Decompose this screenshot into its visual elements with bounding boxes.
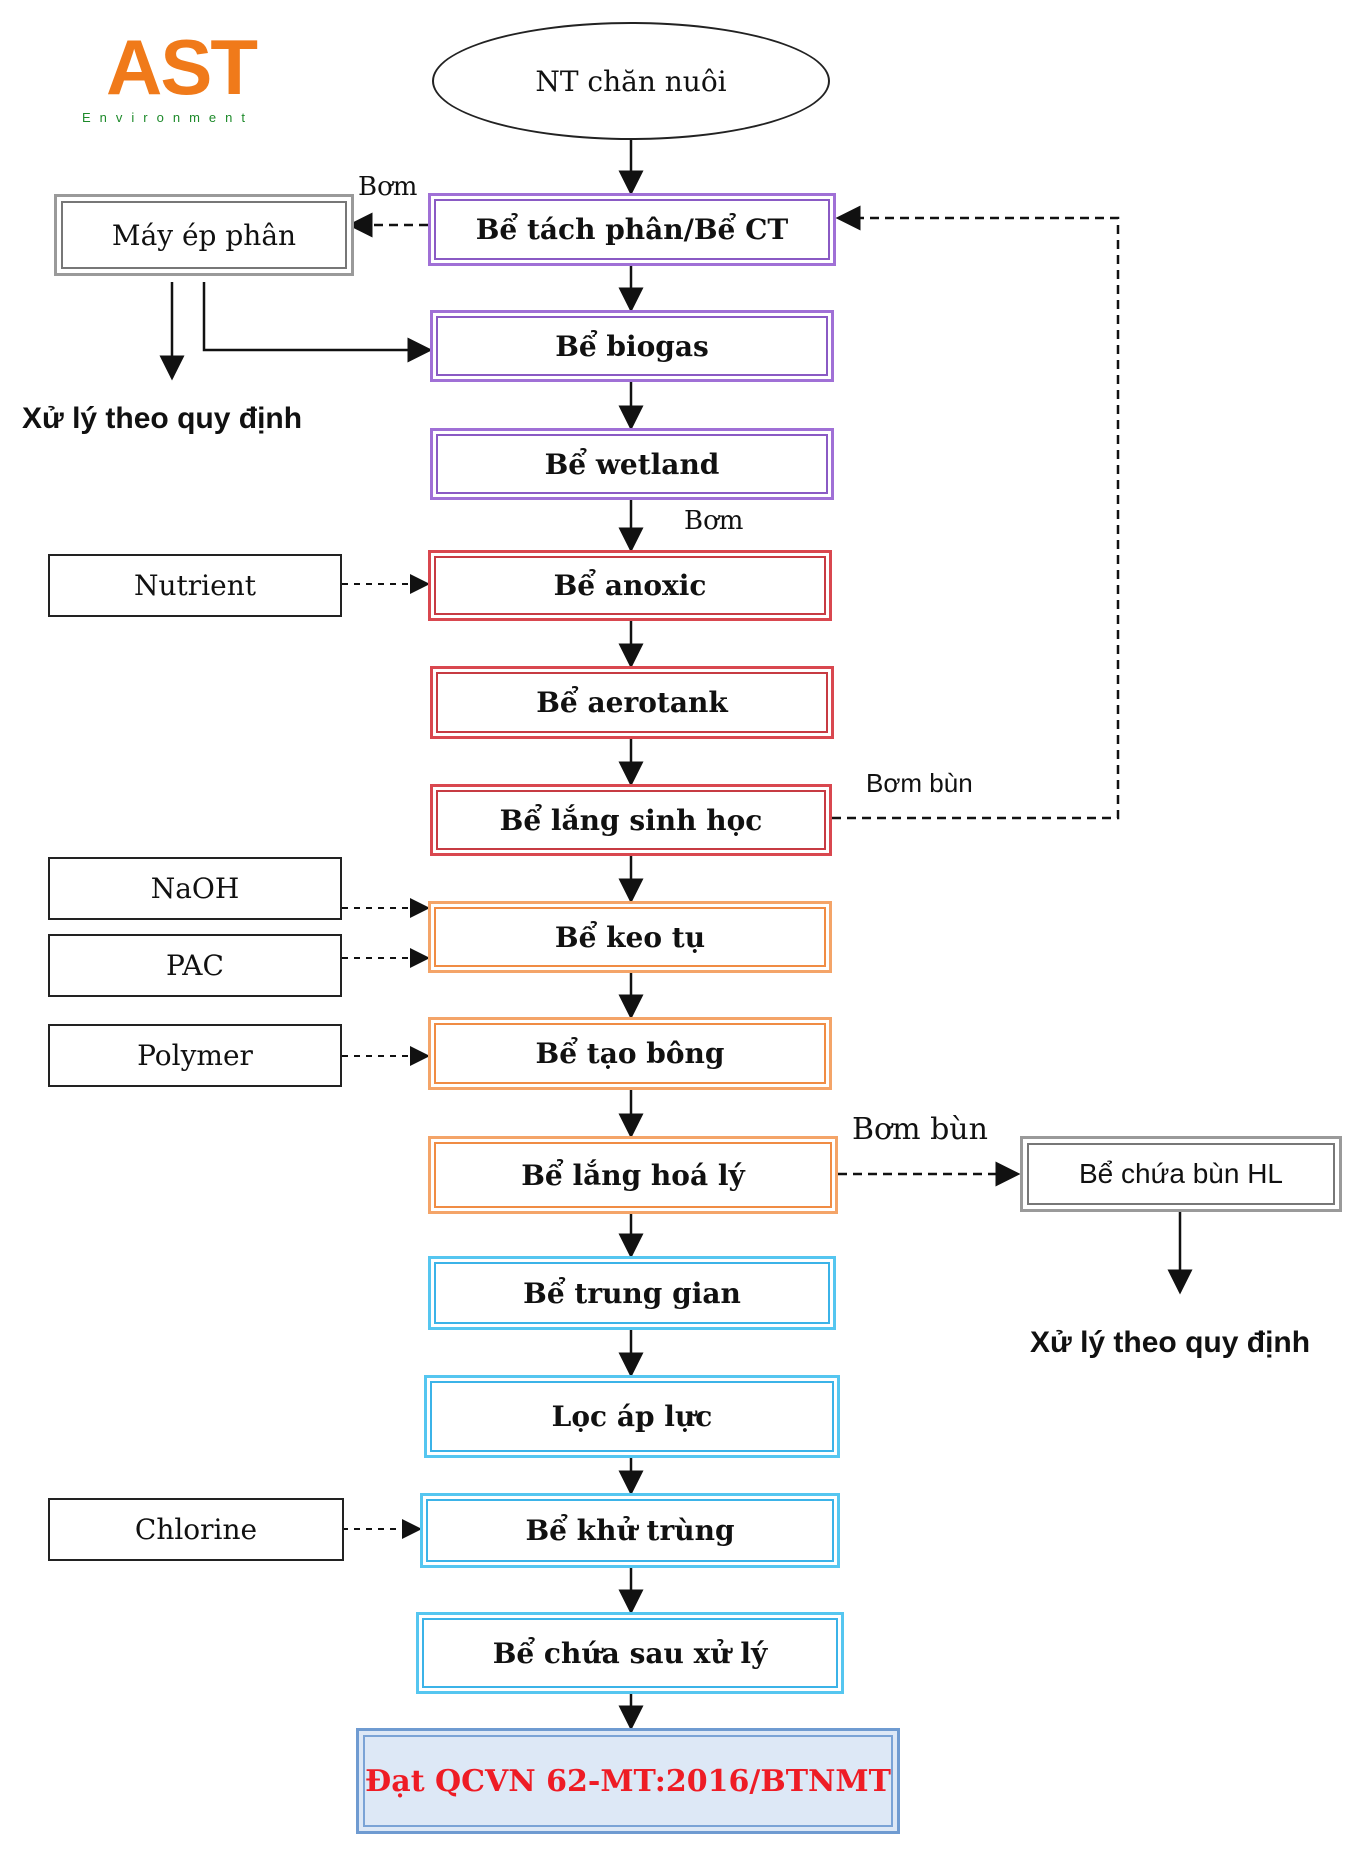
step-label: Bể trung gian bbox=[523, 1276, 741, 1310]
arrow-press-to-biogas bbox=[202, 282, 433, 363]
step-label: Bể chứa sau xử lý bbox=[492, 1636, 768, 1670]
step-label: Bể tách phân/Bể CT bbox=[475, 213, 789, 246]
nutrient-label: Nutrient bbox=[134, 569, 256, 602]
result-label: Đạt QCVN 62-MT:2016/BTNMT bbox=[365, 1763, 891, 1799]
step-label: Bể biogas bbox=[555, 329, 709, 363]
step-label: Bể wetland bbox=[544, 447, 720, 481]
nutrient-box: Nutrient bbox=[48, 554, 342, 617]
step-label: Bể lắng hoá lý bbox=[521, 1158, 745, 1192]
sludge-tank-box: Bể chứa bùn HL bbox=[1020, 1136, 1342, 1212]
pac-box: PAC bbox=[48, 934, 342, 997]
sludge-tank-label: Bể chứa bùn HL bbox=[1079, 1158, 1283, 1189]
dashed-sludge-return bbox=[832, 205, 1120, 820]
result-standard-box: Đạt QCVN 62-MT:2016/BTNMT bbox=[356, 1728, 900, 1834]
step-label: Bể anoxic bbox=[553, 569, 707, 602]
ast-logo: AST Environment bbox=[78, 28, 298, 128]
polymer-label: Polymer bbox=[137, 1039, 253, 1072]
step-aerotank: Bể aerotank bbox=[430, 666, 834, 739]
pump-label: Bơm bbox=[684, 506, 744, 536]
dispose-label: Xử lý theo quy định bbox=[1030, 1326, 1311, 1359]
step-wetland-tank: Bể wetland bbox=[430, 428, 834, 500]
step-disinfection-tank: Bể khử trùng bbox=[420, 1493, 840, 1568]
manure-press-label: Máy ép phân bbox=[111, 218, 297, 252]
logo-subtitle: Environment bbox=[82, 110, 254, 125]
step-separation-tank: Bể tách phân/Bể CT bbox=[428, 193, 836, 266]
sludge-pump-label: Bơm bùn bbox=[866, 768, 973, 798]
manure-press-box: Máy ép phân bbox=[54, 194, 354, 276]
chlorine-box: Chlorine bbox=[48, 1498, 344, 1561]
pac-label: PAC bbox=[166, 949, 224, 982]
step-physchem-settling-tank: Bể lắng hoá lý bbox=[428, 1136, 838, 1214]
step-anoxic-tank: Bể anoxic bbox=[428, 550, 832, 621]
step-treated-storage-tank: Bể chứa sau xử lý bbox=[416, 1612, 844, 1694]
chlorine-label: Chlorine bbox=[134, 1513, 258, 1546]
step-label: Bể keo tụ bbox=[554, 920, 706, 954]
naoh-box: NaOH bbox=[48, 857, 342, 920]
step-flocculation-tank: Bể tạo bông bbox=[428, 1017, 832, 1090]
step-label: Bể khử trùng bbox=[525, 1514, 735, 1547]
step-intermediate-tank: Bể trung gian bbox=[428, 1256, 836, 1330]
polymer-box: Polymer bbox=[48, 1024, 342, 1087]
pump-label: Bơm bbox=[358, 172, 418, 202]
step-label: Bể lắng sinh học bbox=[499, 803, 763, 837]
naoh-label: NaOH bbox=[150, 872, 240, 905]
logo-mark: AST bbox=[106, 23, 258, 111]
dispose-label: Xử lý theo quy định bbox=[22, 402, 303, 435]
step-label: Bể aerotank bbox=[536, 686, 728, 719]
step-pressure-filter: Lọc áp lực bbox=[424, 1375, 840, 1458]
step-label: Lọc áp lực bbox=[551, 1400, 713, 1433]
sludge-pump-label: Bơm bùn bbox=[852, 1112, 988, 1147]
step-biogas-tank: Bể biogas bbox=[430, 310, 834, 382]
step-bio-settling-tank: Bể lắng sinh học bbox=[430, 784, 832, 856]
step-coagulation-tank: Bể keo tụ bbox=[428, 901, 832, 973]
source-label: NT chăn nuôi bbox=[535, 64, 727, 98]
source-node: NT chăn nuôi bbox=[432, 22, 830, 140]
step-label: Bể tạo bông bbox=[535, 1037, 725, 1070]
